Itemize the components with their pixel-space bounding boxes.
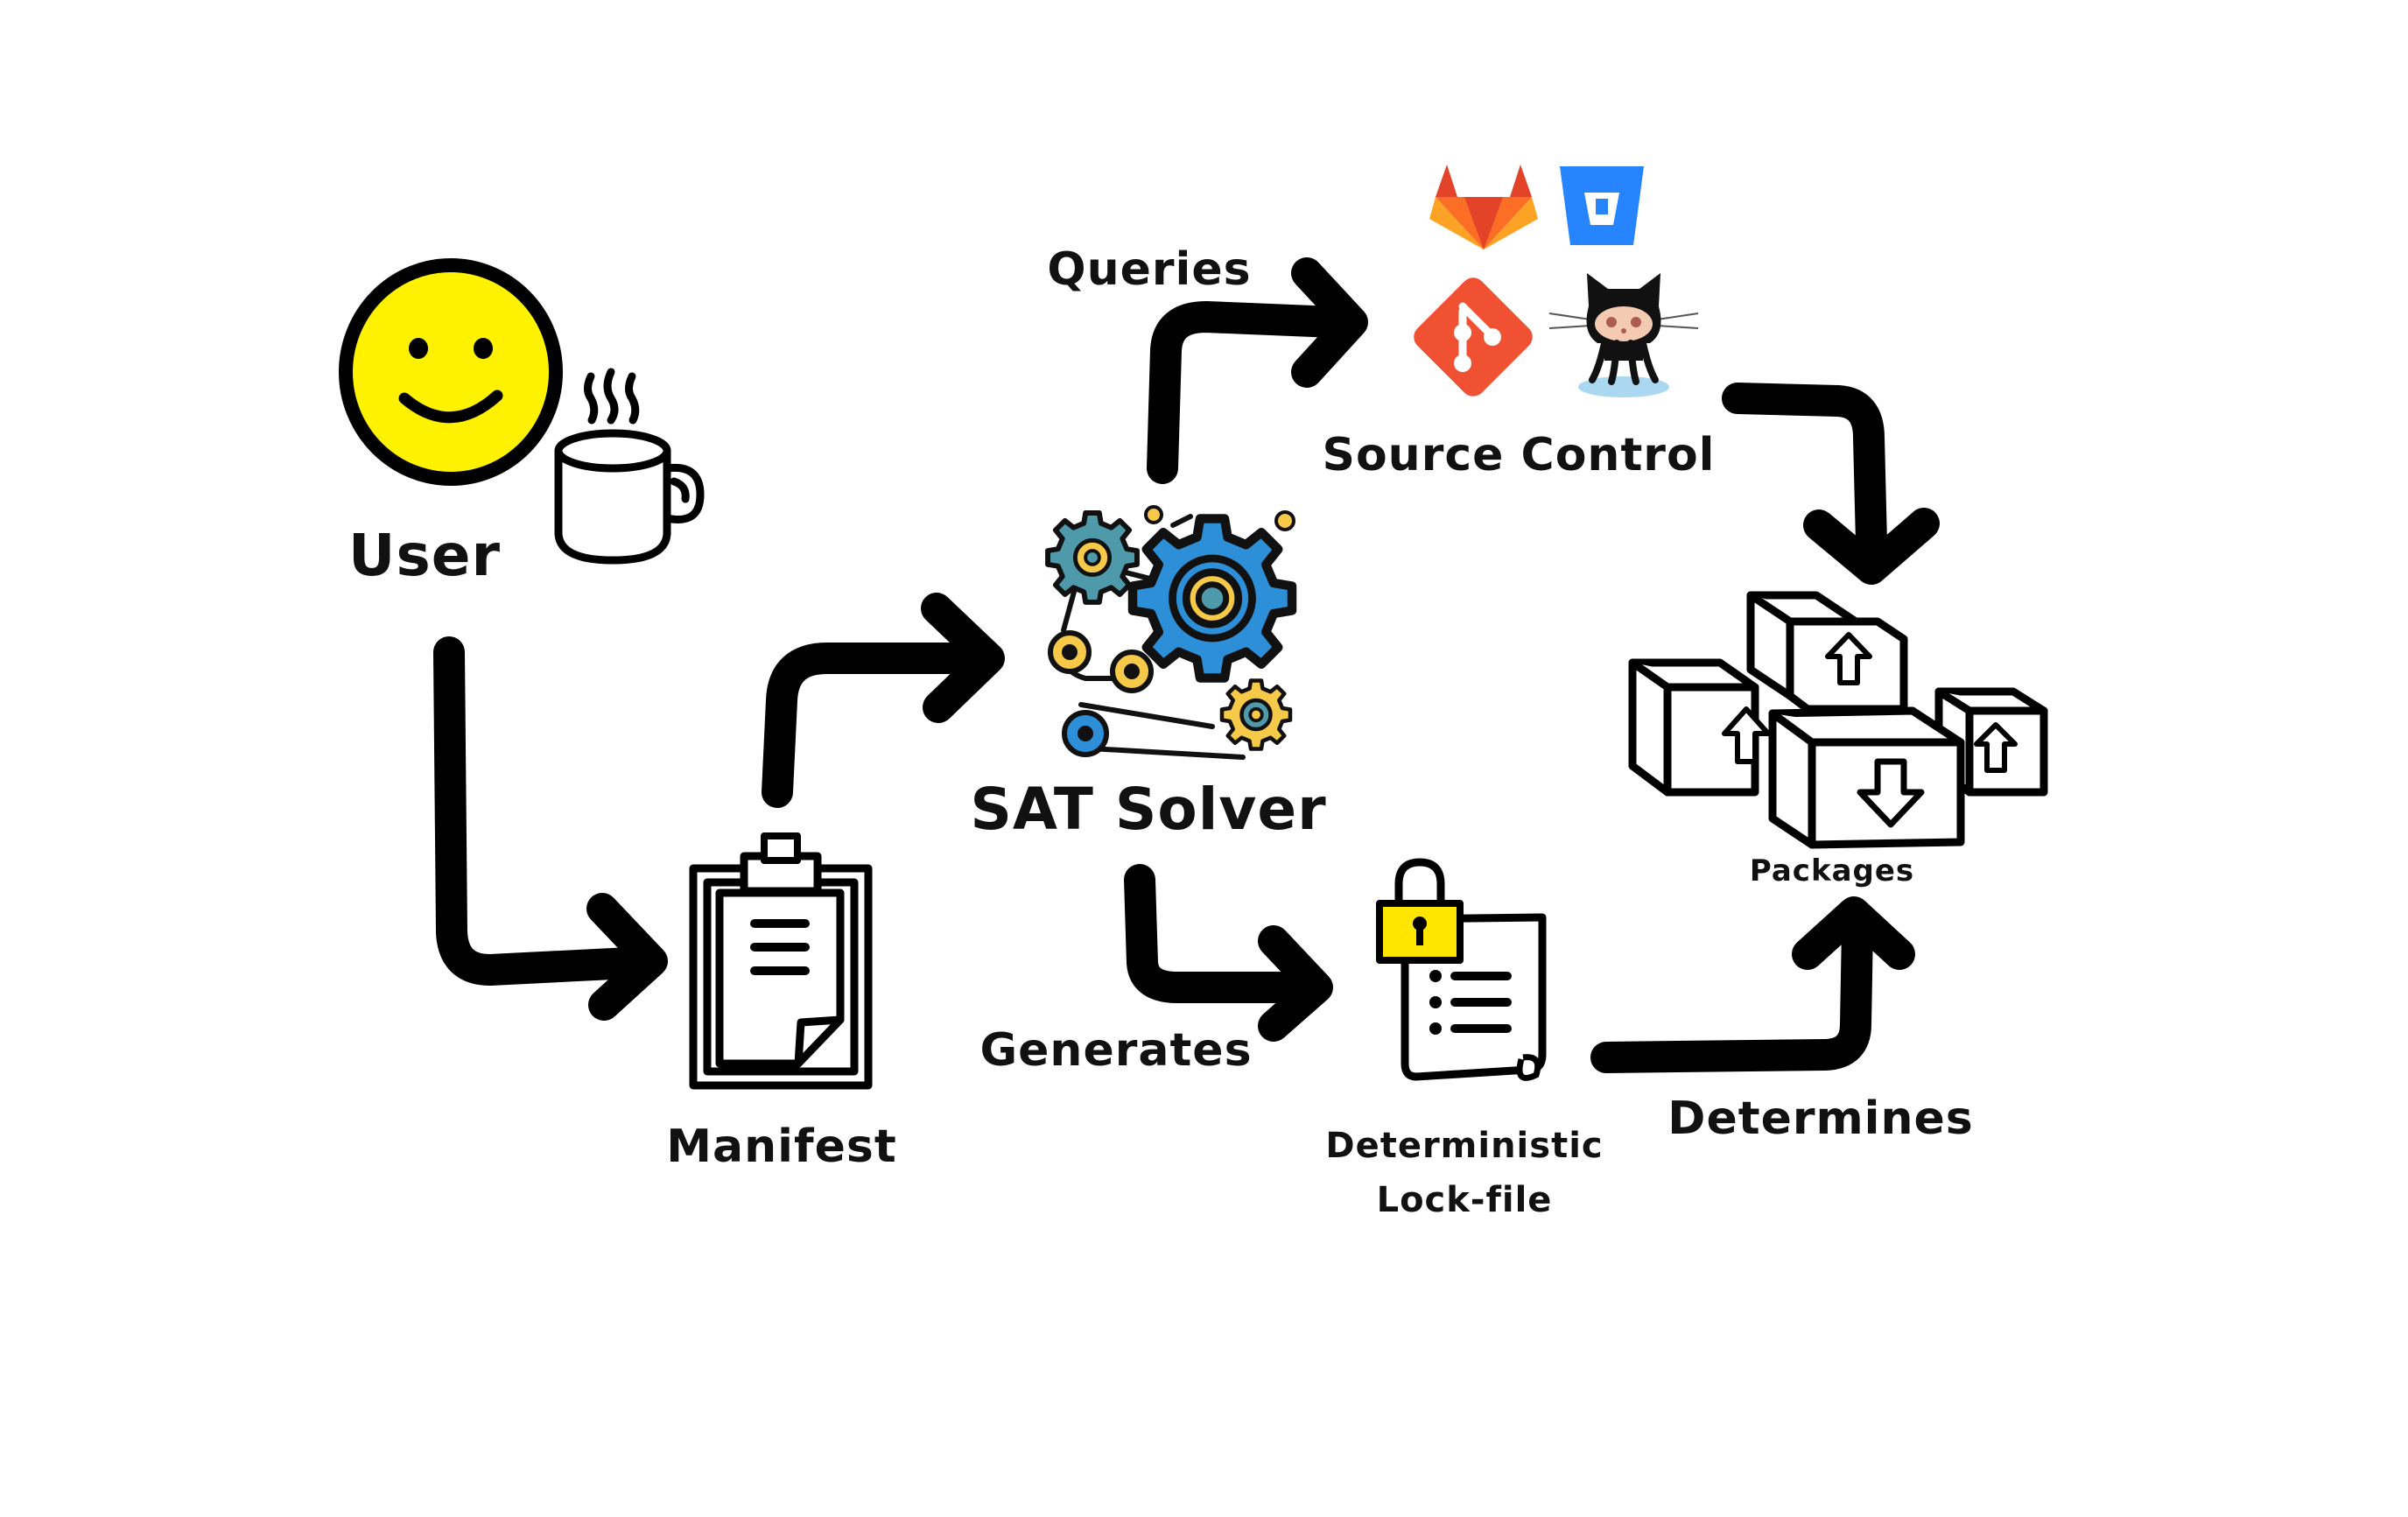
sat-solver-label: SAT Solver [970,776,1327,843]
arrow-head-manifest [586,893,668,1021]
git-icon [1414,277,1533,397]
gitlab-icon [1429,165,1538,249]
arrow-manifest-to-solver [762,643,992,808]
arrow-head-packages-up [1792,896,1915,970]
locked-document-icon [1376,858,1547,1081]
queries-label: Queries [1047,243,1252,296]
coffee-mug-icon [554,368,705,565]
clipboard-icon [689,832,873,1090]
arrow-lockfile-to-packages [1590,912,1873,1073]
generates-label: Generates [979,1024,1253,1077]
arrow-solver-to-lockfile [1124,864,1311,1003]
arrow-solver-to-source [1147,301,1351,484]
package-boxes-icon [1628,591,2048,849]
user-label: User [348,522,502,589]
smiley-face-icon [339,258,563,486]
source-control-label: Source Control [1322,429,1716,481]
bitbucket-icon [1560,166,1644,245]
determines-label: Determines [1667,1092,1974,1145]
github-octocat-icon [1548,273,1699,397]
arrow-user-to-manifest [433,636,646,986]
gears-icon [1048,505,1294,760]
arrow-source-to-packages [1722,383,1887,558]
lockfile-label: Deterministic Lock-file [1325,1119,1603,1227]
arrow-head-solver [921,593,1005,723]
packages-label: Packages [1749,853,1915,888]
lockfile-label-line1: Deterministic [1325,1126,1604,1166]
arrow-head-lockfile [1258,925,1333,1042]
manifest-label: Manifest [666,1120,897,1173]
arrow-head-packages-down [1803,508,1940,585]
arrow-head-source [1291,257,1368,388]
lockfile-label-line2: Lock-file [1376,1180,1553,1220]
